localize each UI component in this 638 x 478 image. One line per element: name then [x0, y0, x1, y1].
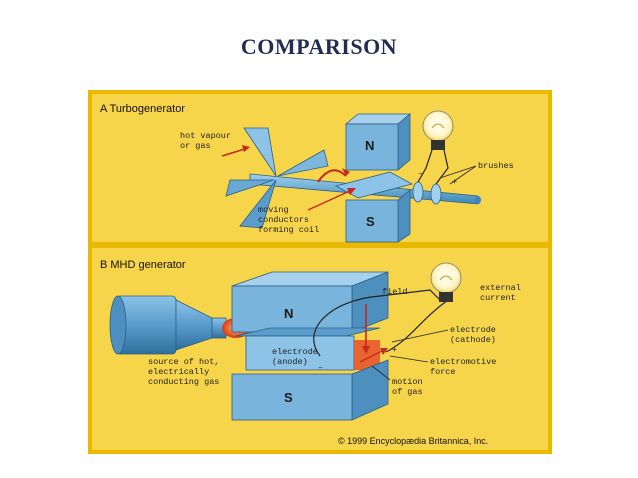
pole-label-n-a: N	[365, 138, 374, 153]
gas-nozzle	[109, 295, 227, 355]
wire-b-1	[313, 289, 441, 357]
emf-arrow	[359, 349, 385, 363]
turbine-blades	[225, 127, 329, 229]
plus-sign-b: +	[392, 345, 397, 355]
electrode-channel	[235, 327, 381, 371]
pole-label-s-a: S	[366, 214, 375, 229]
label-electrode-anode: electrode (anode)	[272, 347, 323, 367]
moving-conductors-arrow	[307, 189, 353, 211]
label-electrode-cathode: electrode (cathode)	[450, 325, 501, 345]
label-brushes: brushes	[478, 161, 514, 171]
label-moving-conductors: moving conductors forming coil	[258, 205, 319, 235]
label-hot-vapour: hot vapour or gas	[180, 131, 236, 151]
label-motion-of-gas: motion of gas	[392, 377, 428, 397]
cathode-leader	[391, 329, 449, 343]
copyright-credit: © 1999 Encyclopædia Britannica, Inc.	[338, 436, 488, 446]
light-bulb-a	[422, 110, 454, 150]
panel-a-heading: A Turbogenerator	[100, 103, 185, 115]
wire-b-2	[385, 299, 449, 353]
magnet-south-b	[231, 359, 389, 421]
label-external-current: external current	[480, 283, 526, 303]
emf-leader	[389, 355, 429, 363]
slide-title: COMPARISON	[240, 34, 398, 59]
label-field: field	[382, 287, 408, 297]
label-emf: electromotive force	[430, 357, 501, 377]
rotation-arrow	[317, 169, 347, 183]
magnet-north-a	[344, 113, 412, 171]
label-source-gas: source of hot, electrically conducting g…	[148, 357, 225, 387]
wire-a-1	[417, 149, 433, 183]
pole-label-n-b: N	[284, 306, 293, 321]
minus-sign-b: –	[318, 363, 323, 373]
slip-rings	[412, 181, 442, 205]
magnet-north-b	[231, 271, 389, 333]
motion-leader	[371, 365, 391, 381]
wire-a-2	[435, 149, 449, 185]
plus-sign-a: +	[452, 177, 457, 187]
light-bulb-b	[430, 262, 462, 302]
brushes-leader	[439, 165, 477, 185]
panel-b-heading: B MHD generator	[100, 259, 186, 271]
minus-sign-a: –	[418, 169, 423, 179]
magnet-south-a	[345, 189, 411, 243]
pole-label-s-b: S	[284, 390, 293, 405]
